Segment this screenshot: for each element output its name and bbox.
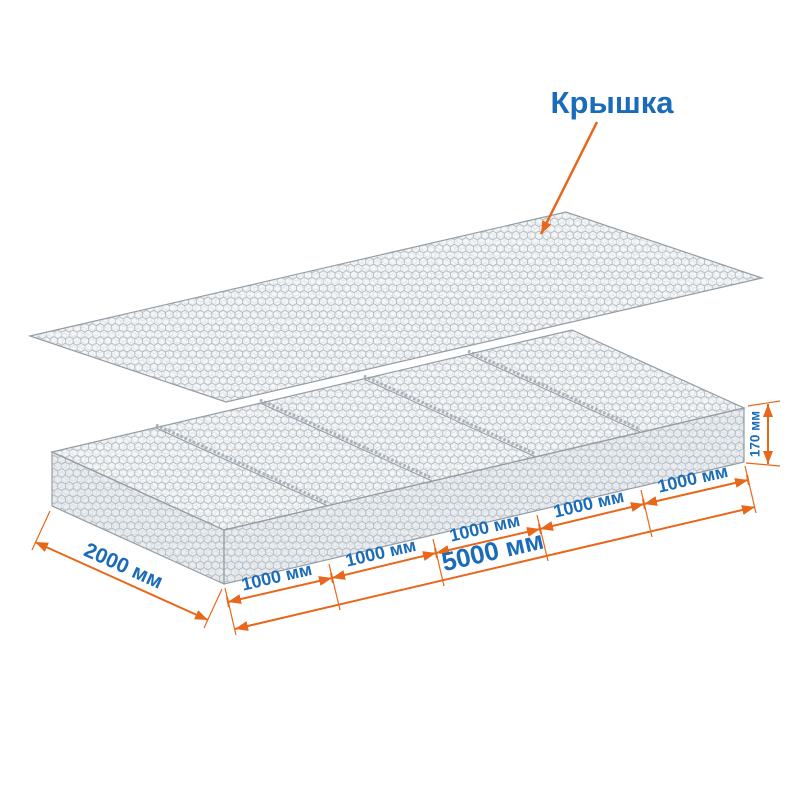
partition-line bbox=[467, 349, 641, 433]
lid-callout: Крышка bbox=[539, 85, 675, 235]
dimension-height-170: 170 мм bbox=[745, 400, 781, 467]
height-dimension-label: 170 мм bbox=[748, 411, 763, 457]
box-partitions bbox=[155, 349, 641, 507]
partition-line bbox=[259, 398, 433, 482]
partition-line bbox=[363, 374, 537, 458]
gabion-box bbox=[51, 329, 745, 585]
partition-line bbox=[155, 423, 329, 507]
lid-leader-arrow bbox=[539, 121, 599, 235]
lid-label: Крышка bbox=[551, 85, 675, 120]
